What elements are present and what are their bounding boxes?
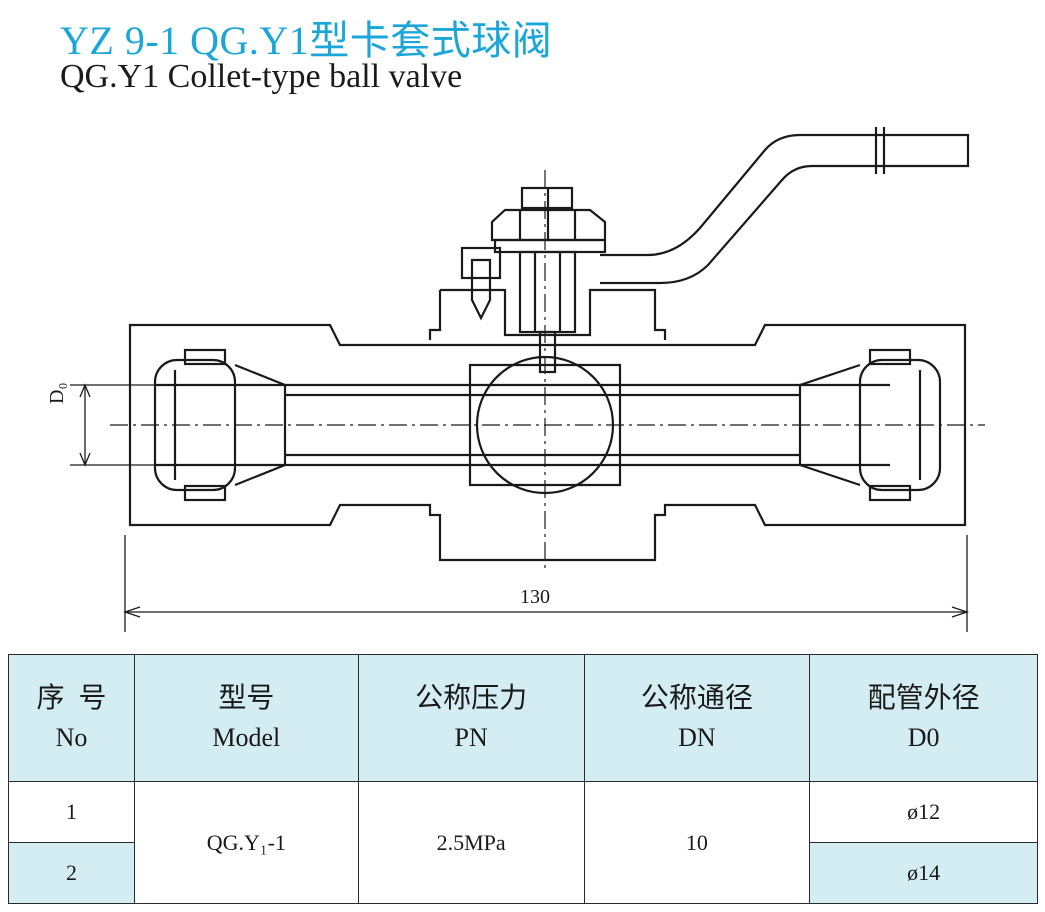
d0-dimension [70, 383, 155, 467]
handle-lever [600, 127, 970, 285]
cell-no: 2 [8, 842, 135, 904]
center-lines [110, 170, 985, 570]
page-title: YZ 9-1 QG.Y1型卡套式球阀 [60, 18, 553, 63]
header-model-en: Model [212, 723, 281, 753]
header-d0-cn: 配管外径 [867, 682, 980, 714]
header-dn: 公称通径 DN [583, 654, 811, 782]
header-no-cn: 序 号 [36, 682, 107, 714]
table-row: 2 ø14 [8, 842, 1038, 904]
header-d0: 配管外径 D0 [809, 654, 1038, 782]
header-model: 型号 Model [133, 654, 359, 782]
header-d0-en: D0 [907, 723, 940, 753]
header-pn-cn: 公称压力 [415, 682, 528, 714]
top-nut [490, 186, 607, 374]
header-pn: 公称压力 PN [357, 654, 585, 782]
page-subtitle: QG.Y1 Collet-type ball valve [60, 58, 463, 95]
header-dn-cn: 公称通径 [640, 682, 753, 714]
cell-model: QG.Y₁-1 [133, 781, 359, 904]
length-dimension [122, 535, 970, 632]
indicator-pin [460, 246, 502, 321]
table-header-row: 序 号 No 型号 Model 公称压力 PN 公称通径 DN 配管外径 D0 [8, 654, 1038, 782]
valve-drawing [70, 127, 985, 632]
header-model-cn: 型号 [218, 682, 275, 714]
header-dn-en: DN [678, 723, 716, 753]
cell-dn: 10 [583, 781, 811, 904]
pipe-bore [155, 383, 890, 467]
header-pn-en: PN [454, 723, 488, 753]
spec-table: 序 号 No 型号 Model 公称压力 PN 公称通径 DN 配管外径 D0 … [8, 654, 1038, 904]
length-label: 130 [520, 586, 550, 608]
d0-label: D₀ [46, 382, 68, 404]
table-row: 1 QG.Y₁-1 2.5MPa 10 ø12 [8, 781, 1038, 904]
cell-d0: ø12 [809, 781, 1038, 843]
header-no-en: No [55, 723, 88, 753]
cell-pn: 2.5MPa [357, 781, 585, 904]
cell-d0: ø14 [809, 842, 1038, 904]
header-no: 序 号 No [8, 654, 135, 782]
cell-no: 1 [8, 781, 135, 843]
